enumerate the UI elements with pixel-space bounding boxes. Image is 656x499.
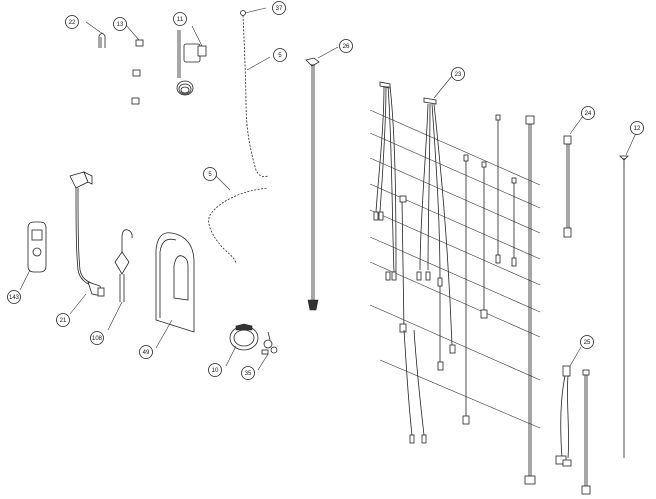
callout-label: 35 <box>245 371 252 377</box>
part-143-handheld <box>19 221 47 291</box>
callout-21: 21 <box>56 313 70 327</box>
callout-label: 11 <box>177 17 184 23</box>
part-49-panel <box>155 232 195 349</box>
callout-label: 10 <box>212 368 219 374</box>
callout-label: 12 <box>634 126 641 132</box>
callout-11: 11 <box>173 12 187 26</box>
callout-12: 12 <box>630 121 644 135</box>
part-35-valve <box>257 331 278 371</box>
part-25-cable-loop <box>555 346 591 495</box>
part-10-gauge <box>225 323 259 367</box>
part-23-harness <box>369 75 541 485</box>
callout-5-top: 5 <box>273 48 287 62</box>
callout-label: 49 <box>143 350 150 356</box>
callout-25: 25 <box>580 335 594 349</box>
callout-37: 37 <box>272 1 286 15</box>
callout-22: 22 <box>65 15 79 29</box>
callout-24: 24 <box>581 106 595 120</box>
callout-label: 5 <box>208 172 212 178</box>
part-5-conduit-mid <box>208 175 269 265</box>
callout-label: 26 <box>343 44 350 50</box>
callout-label: 25 <box>584 340 591 346</box>
callout-13: 13 <box>113 17 127 31</box>
callout-label: 143 <box>9 295 20 301</box>
callout-label: 21 <box>60 318 67 324</box>
callout-143: 143 <box>7 290 21 304</box>
part-108-hook-line <box>107 229 133 331</box>
part-26-probe <box>305 46 339 311</box>
callout-10: 10 <box>208 363 222 377</box>
callout-108: 108 <box>90 331 104 345</box>
part-12-rod <box>619 132 637 458</box>
callout-49: 49 <box>139 345 153 359</box>
callout-23: 23 <box>451 67 465 81</box>
callout-label: 13 <box>117 22 124 28</box>
part-22-clip <box>85 21 106 48</box>
callout-label: 108 <box>92 336 103 342</box>
callout-26: 26 <box>339 39 353 53</box>
callout-5-mid: 5 <box>203 167 217 181</box>
callout-label: 24 <box>585 111 592 117</box>
part-11-sensor <box>176 25 207 96</box>
part-21-cable-plug <box>69 171 105 315</box>
part-13-fittings <box>125 24 144 105</box>
callout-label: 37 <box>276 6 283 12</box>
callout-35: 35 <box>241 366 255 380</box>
part-24-cable <box>563 115 584 238</box>
callout-label: 5 <box>278 53 282 59</box>
callout-label: 23 <box>455 72 462 78</box>
part-5-conduit-top <box>240 7 271 178</box>
callout-label: 22 <box>69 20 76 26</box>
